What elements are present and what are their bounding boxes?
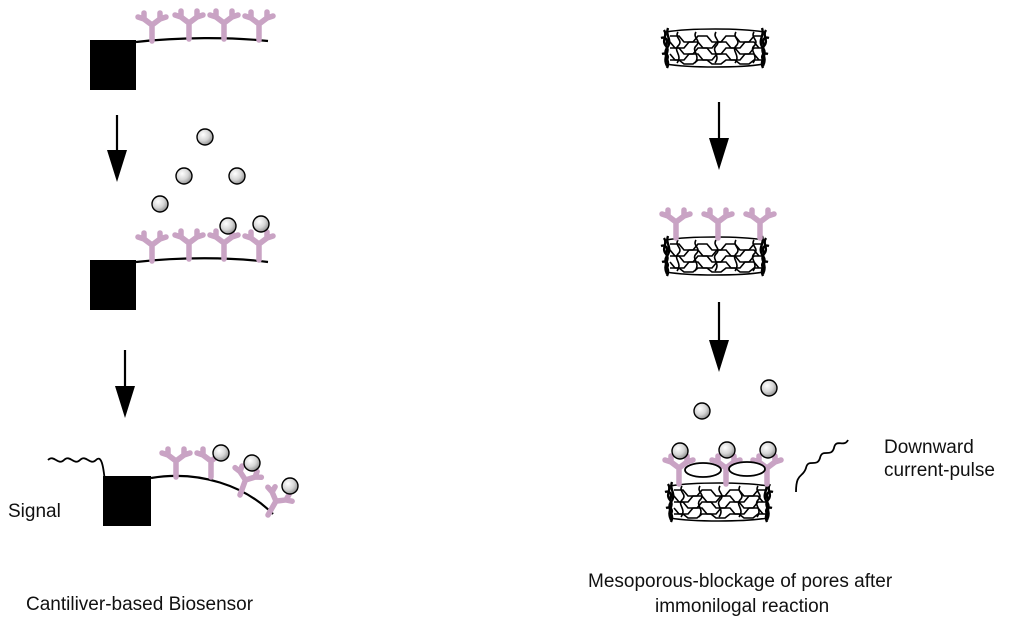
cantilever-beam-bent [150, 474, 274, 515]
cantilever-stage-3-bent [47, 444, 299, 526]
current-pulse-label: current-pulse [884, 460, 995, 481]
cantilever-base-block [103, 476, 151, 526]
pore-blockage-ellipses [684, 461, 766, 478]
antibody-row [662, 210, 774, 238]
bound-antigen-particles [219, 215, 270, 235]
down-arrow-right-2 [709, 302, 729, 372]
free-antigen-particles-right [693, 379, 778, 420]
cantilever-base-block [90, 40, 136, 90]
signal-wave-left [47, 457, 107, 495]
free-antigen-particles-left [151, 128, 246, 213]
cantilever-beam [135, 257, 269, 264]
right-caption-line-1: Mesoporous-blockage of pores after [588, 571, 893, 592]
left-caption: Cantiliver-based Biosensor [26, 594, 254, 615]
right-caption-line-2: immonilogal reaction [655, 596, 830, 617]
nanotube-stage-1 [659, 26, 771, 70]
nanotube-stage-2 [661, 210, 774, 278]
cantilever-stage-2 [90, 215, 273, 310]
cantilever-stage-1 [90, 11, 273, 90]
signal-label: Signal [8, 501, 61, 522]
current-pulse-wave [795, 439, 849, 493]
bound-antigen-particles [212, 444, 299, 495]
cantilever-base-block [90, 260, 136, 310]
down-arrow-left-1 [107, 115, 127, 182]
cantilever-beam [135, 37, 269, 44]
down-arrow-left-2 [115, 350, 135, 418]
antibody-row [138, 231, 273, 261]
nanotube-stage-3-blocked [665, 439, 849, 524]
bound-antigen-particles [671, 441, 777, 460]
downward-label: Downward [884, 437, 974, 458]
antibody-row [138, 11, 273, 41]
down-arrow-right-1 [709, 102, 729, 170]
